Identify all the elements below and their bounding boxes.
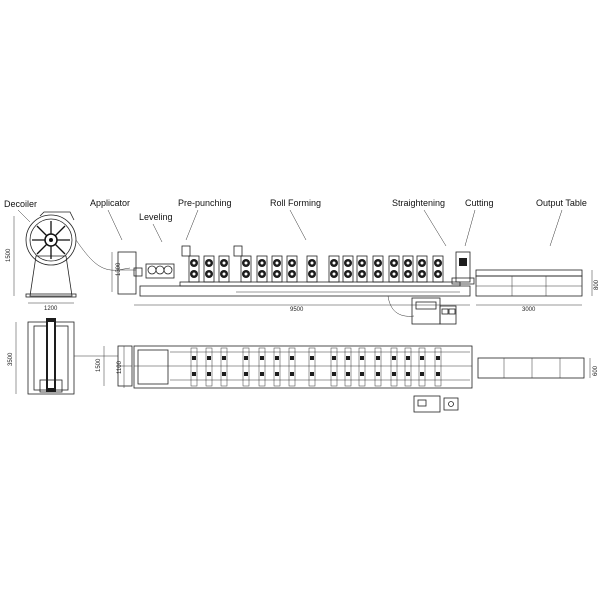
roll-stand-plan — [190, 347, 198, 387]
press-frame — [181, 245, 191, 257]
label-straightening: Straightening — [392, 198, 445, 208]
roll-stand — [342, 255, 354, 283]
control-cabinet-side-view — [411, 297, 457, 325]
roll-stand-plan — [358, 347, 366, 387]
roll-forming-line-plan-view — [133, 345, 473, 389]
roll-stand-plan — [205, 347, 213, 387]
roll-stand-plan — [258, 347, 266, 387]
label-roll-forming: Roll Forming — [270, 198, 321, 208]
output-table-side-view — [475, 269, 583, 297]
dim-line-length: 9500 — [290, 307, 304, 313]
roll-stand — [388, 255, 400, 283]
roll-stand — [188, 255, 200, 283]
roll-stand-plan — [344, 347, 352, 387]
roll-stand-plan — [434, 347, 442, 387]
roll-stand — [256, 255, 268, 283]
leader-leveling — [152, 223, 163, 243]
roll-stands-side-view — [181, 245, 444, 283]
roll-stand-plan — [330, 347, 338, 387]
roll-stand — [416, 255, 428, 283]
dim-decoiler-height: 1500 — [6, 248, 12, 262]
dim-table-height: 800 — [594, 279, 600, 290]
applicator-side-view — [117, 251, 143, 295]
dim-decoiler-width: 1200 — [44, 306, 58, 312]
dim-applicator-plan-width: 1500 — [96, 358, 102, 372]
roll-stand — [203, 255, 215, 283]
roll-stand-plan — [242, 347, 250, 387]
roll-stand — [306, 255, 318, 283]
label-applicator: Applicator — [90, 198, 130, 208]
power-cable — [387, 295, 415, 317]
roll-forming-line-side-view — [139, 263, 471, 297]
roll-stand — [432, 255, 444, 283]
output-table-plan-view — [477, 357, 585, 379]
press-frame — [233, 245, 243, 257]
roll-stand — [356, 255, 368, 283]
roll-stand-plan — [220, 347, 228, 387]
roll-stand-plan — [404, 347, 412, 387]
cutting-unit-side-view — [451, 251, 475, 285]
roll-stand — [218, 255, 230, 283]
label-leveling: Leveling — [139, 212, 173, 222]
dim-table-length: 3000 — [522, 307, 536, 313]
dim-applicator-height: 1300 — [116, 262, 122, 276]
applicator-plan-view — [117, 345, 133, 387]
leader-output-table — [549, 209, 563, 247]
leader-applicator — [107, 209, 123, 241]
roll-stand — [372, 255, 384, 283]
leader-decoiler — [17, 209, 31, 223]
roll-stand-plan — [288, 347, 296, 387]
roll-stand-plan — [273, 347, 281, 387]
roll-stand — [240, 255, 252, 283]
roll-stand — [286, 255, 298, 283]
leader-roll-forming — [289, 209, 307, 241]
control-cabinet-plan-view — [413, 395, 459, 413]
dim-line-plan-width: 1100 — [117, 360, 123, 374]
label-pre-punching: Pre-punching — [178, 198, 232, 208]
leader-straightening — [423, 209, 447, 247]
roll-stands-plan-view — [190, 347, 442, 387]
roll-stand-plan — [374, 347, 382, 387]
label-cutting: Cutting — [465, 198, 494, 208]
decoiler-side-view — [25, 211, 131, 298]
roll-stand-plan — [418, 347, 426, 387]
roll-stand — [328, 255, 340, 283]
dim-table-plan-width: 600 — [593, 365, 599, 376]
leader-pre-punching — [185, 209, 199, 241]
roll-stand-plan — [390, 347, 398, 387]
label-decoiler: Decoiler — [4, 199, 37, 209]
label-output-table: Output Table — [536, 198, 587, 208]
roll-stand — [402, 255, 414, 283]
dim-decoiler-plan-width: 3500 — [8, 352, 14, 366]
decoiler-plan-view — [27, 318, 75, 395]
roll-stand — [271, 255, 283, 283]
roll-stand-plan — [308, 347, 316, 387]
leader-cutting — [464, 209, 476, 247]
